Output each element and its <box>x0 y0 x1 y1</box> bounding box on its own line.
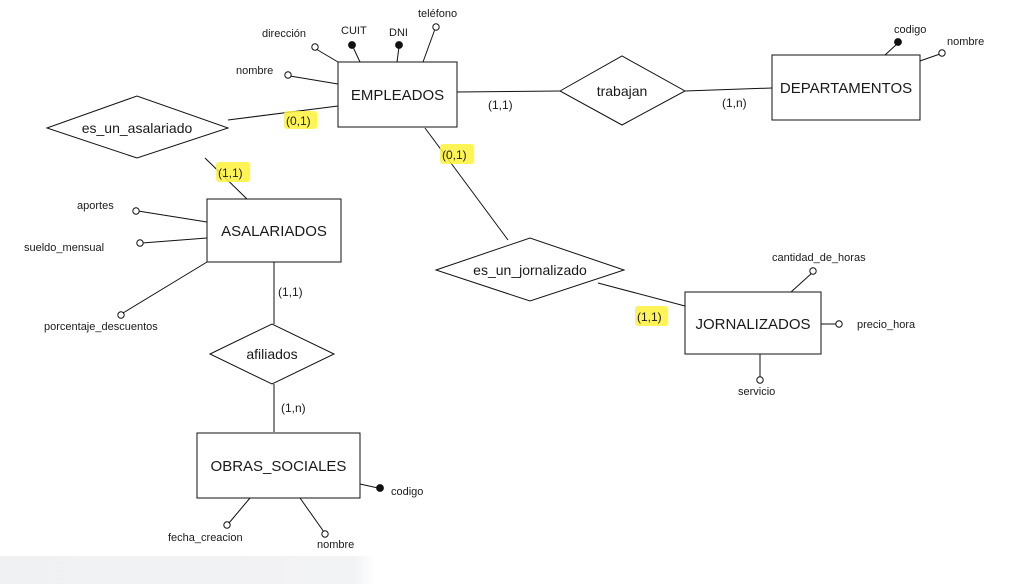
cardinality-departamentos-trabajan: (1,n) <box>722 96 747 110</box>
highlight-empleados-jornalizado <box>440 144 474 164</box>
cardinality-asalariados-asalariado: (1,1) <box>218 166 243 180</box>
entity-departamentos[interactable]: DEPARTAMENTOS <box>771 54 921 121</box>
relationship-es-un-asalariado[interactable]: es_un_asalariado <box>45 95 230 159</box>
link-trabajan-departamentos <box>684 87 773 92</box>
entity-empleados[interactable]: EMPLEADOS <box>337 61 458 128</box>
cardinality-jornalizados-jornalizado: (1,1) <box>637 310 662 324</box>
relationship-trabajan[interactable]: trabajan <box>558 55 687 126</box>
attribute-label-nombre: nombre <box>947 36 984 48</box>
highlight-empleados-asalariado <box>284 111 317 129</box>
attribute-lines <box>122 28 941 533</box>
attribute-marker-precio-hora <box>835 320 843 328</box>
cardinality-asalariados-afiliados: (1,1) <box>278 285 303 299</box>
relationship-label: es_un_jornalizado <box>473 262 587 278</box>
key-attribute-marker-codigo <box>894 38 902 46</box>
entity-label: ASALARIADOS <box>221 223 327 240</box>
attribute-label-sueldo-mensual: sueldo_mensual <box>24 242 104 254</box>
cardinality-empleados-asalariado: (0,1) <box>286 114 311 128</box>
cardinality-obras-afiliados: (1,n) <box>281 401 306 415</box>
entity-obras-sociales[interactable]: OBRAS_SOCIALES <box>196 432 361 499</box>
relationship-es-un-jornalizado[interactable]: es_un_jornalizado <box>434 237 626 302</box>
link-empleados-trabajan <box>456 90 561 93</box>
attribute-label-nombre: nombre <box>236 65 273 77</box>
attribute-label-cuit: CUIT <box>341 25 367 37</box>
link-empleados-es-un-jornalizado <box>424 127 509 241</box>
cardinality-labels: (1,1) (1,n) (0,1) (1,1) (0,1) (1,1) (1,1… <box>218 96 747 415</box>
relationship-label: es_un_asalariado <box>82 120 193 136</box>
attribute-marker-cantidad-de-horas <box>809 267 817 275</box>
attribute-label-servicio: servicio <box>738 386 775 398</box>
attribute-marker-nombre <box>321 530 329 538</box>
attribute-label-fecha-creacion: fecha_creacion <box>168 532 243 544</box>
relationship-label: trabajan <box>597 83 648 99</box>
cardinality-empleados-trabajan: (1,1) <box>488 98 513 112</box>
link-empleados-es-un-asalariado <box>227 105 339 121</box>
attribute-marker-aportes <box>132 207 140 215</box>
key-attribute-marker-cuit <box>348 41 356 49</box>
bottom-fade-band <box>0 556 1012 584</box>
attribute-marker-direccion <box>311 43 319 51</box>
relationship-afiliados[interactable]: afiliados <box>208 323 336 385</box>
attribute-label-direccion: dirección <box>262 28 306 40</box>
attribute-marker-nombre <box>284 71 292 79</box>
entity-jornalizados[interactable]: JORNALIZADOS <box>684 291 822 355</box>
attribute-marker-fecha-creacion <box>223 521 231 529</box>
attribute-markers <box>117 23 946 538</box>
entity-label: JORNALIZADOS <box>695 316 810 333</box>
relationship-label: afiliados <box>246 346 297 362</box>
highlight-asalariados-asalariado <box>216 162 250 182</box>
entity-asalariados[interactable]: ASALARIADOS <box>206 198 342 263</box>
attribute-label-aportes: aportes <box>77 200 114 212</box>
key-attribute-marker-dni <box>395 41 403 49</box>
attribute-marker-telefono <box>432 23 440 31</box>
link-es-un-jornalizado-jornalizados <box>597 282 686 307</box>
entity-label: EMPLEADOS <box>351 87 444 104</box>
attribute-marker-sueldo-mensual <box>136 239 144 247</box>
attribute-labels: dirección CUIT DNI teléfono nombre codig… <box>24 8 984 551</box>
key-attribute-marker-codigo <box>376 484 384 492</box>
attribute-label-telefono: teléfono <box>418 8 457 20</box>
attribute-label-dni: DNI <box>389 27 408 39</box>
attribute-label-porcentaje-descuentos: porcentaje_descuentos <box>44 321 158 333</box>
entity-label: DEPARTAMENTOS <box>780 80 912 97</box>
attribute-label-precio-hora: precio_hora <box>857 319 916 331</box>
entity-label: OBRAS_SOCIALES <box>211 458 347 475</box>
attribute-label-cantidad-de-horas: cantidad_de_horas <box>772 252 866 264</box>
attribute-label-nombre: nombre <box>317 539 354 551</box>
attribute-marker-nombre <box>938 49 946 57</box>
highlight-jornalizados-jornalizado <box>635 306 668 326</box>
attribute-label-codigo: codigo <box>391 486 423 498</box>
cardinality-empleados-jornalizado: (0,1) <box>442 148 467 162</box>
attribute-label-codigo: codigo <box>894 24 926 36</box>
attribute-marker-servicio <box>756 376 764 384</box>
attribute-marker-porcentaje-descuentos <box>117 311 125 319</box>
